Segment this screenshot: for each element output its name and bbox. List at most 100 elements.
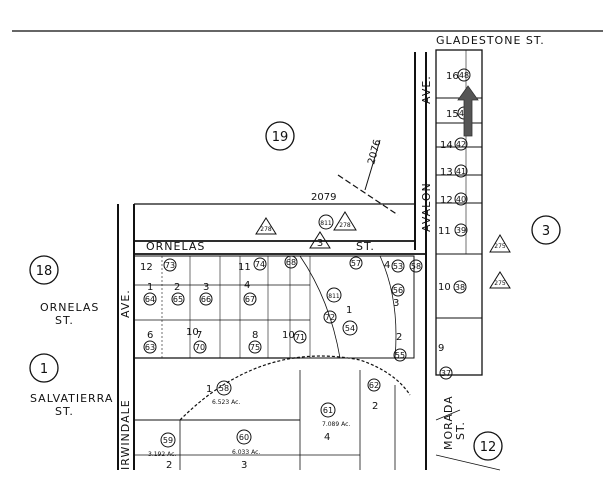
svg-text:2: 2 (372, 401, 378, 412)
svg-text:275: 275 (494, 280, 506, 287)
map-number-12: 12 (473, 431, 503, 461)
svg-text:4: 4 (324, 432, 330, 443)
svg-text:58: 58 (219, 384, 229, 393)
svg-text:65: 65 (173, 295, 183, 304)
svg-text:12: 12 (440, 195, 453, 206)
svg-text:66: 66 (201, 295, 211, 304)
large-parcel-2-west: 59 3.192 Ac. 2 (148, 432, 176, 471)
svg-text:56: 56 (393, 286, 403, 295)
svg-text:278: 278 (260, 226, 272, 233)
parcel-811-top: 811 (318, 214, 334, 230)
svg-text:1: 1 (346, 305, 352, 316)
svg-text:6.523 Ac.: 6.523 Ac. (212, 399, 240, 406)
svg-text:11: 11 (238, 262, 251, 273)
svg-text:64: 64 (145, 295, 155, 304)
inner-curve-line-2 (379, 255, 397, 359)
salvatierra-st: ST. (55, 405, 74, 418)
right-column-lot-9: 9 37 (438, 343, 453, 380)
svg-text:68: 68 (286, 258, 296, 267)
svg-text:74: 74 (255, 260, 265, 269)
ref-label-2076: 2076 (366, 138, 383, 165)
svg-text:18: 18 (36, 264, 53, 279)
svg-text:7.089 Ac.: 7.089 Ac. (322, 421, 350, 428)
svg-text:13: 13 (440, 167, 453, 178)
gladestone-street-label: GLADESTONE ST. (436, 34, 545, 47)
svg-text:42: 42 (456, 140, 466, 149)
svg-text:63: 63 (145, 343, 155, 352)
lower-row-lot-6: 6 63 (143, 330, 157, 354)
svg-text:19: 19 (272, 130, 289, 145)
curved-road-line (179, 355, 411, 421)
map-number-1: 1 (29, 353, 59, 383)
morada-line (435, 409, 461, 421)
middle-row-lot-1: 1 64 (143, 282, 157, 306)
svg-text:12: 12 (140, 262, 153, 273)
right-column-lot-12: 12 40 (440, 192, 468, 206)
top-row-lot-4: 4 53 (384, 259, 405, 273)
top-row-lot-11: 11 74 (238, 257, 267, 273)
lower-row-lot-8: 8 75 (248, 330, 262, 354)
middle-row-lot-3: 3 66 (199, 282, 213, 306)
top-row-lot-12: 12 73 (140, 258, 177, 273)
map-number-19: 19 (265, 121, 295, 151)
irwindale-street-label: IRWINDALE (119, 399, 132, 470)
svg-text:73: 73 (165, 261, 175, 270)
svg-text:7: 7 (196, 330, 202, 341)
top-row-parcel-68: 68 (284, 255, 298, 269)
top-row-parcel-58: 58 (409, 259, 423, 273)
svg-text:16: 16 (446, 71, 459, 82)
map-number-18: 18 (29, 255, 59, 285)
large-parcel-4: 61 7.089 Ac. 4 (320, 402, 350, 443)
lower-row-lot-10: 10 71 (282, 330, 307, 344)
middle-row-lot-4: 4 67 (243, 280, 257, 306)
svg-text:3: 3 (203, 282, 209, 293)
svg-text:4: 4 (244, 280, 250, 291)
morada-street-label: MORADA (442, 395, 455, 450)
svg-text:70: 70 (195, 343, 205, 352)
svg-text:8: 8 (252, 330, 258, 341)
svg-text:67: 67 (245, 295, 255, 304)
svg-text:10: 10 (438, 282, 451, 293)
middle-row-lot-2: 2 65 (171, 282, 185, 306)
svg-text:41: 41 (456, 167, 466, 176)
svg-text:14: 14 (440, 140, 453, 151)
svg-text:54: 54 (345, 324, 355, 333)
morada-line-2 (435, 454, 501, 471)
svg-text:60: 60 (239, 433, 249, 442)
svg-text:53: 53 (393, 262, 403, 271)
ornelas-left-label: ORNELAS (40, 301, 99, 314)
svg-text:6.033 Ac.: 6.033 Ac. (232, 449, 260, 456)
svg-text:3: 3 (241, 460, 247, 471)
misc-lot-10: 10 (186, 327, 199, 338)
lower-row-lot-7: 7 70 (193, 330, 207, 354)
svg-text:71: 71 (295, 333, 305, 342)
svg-text:11: 11 (438, 226, 451, 237)
svg-text:2: 2 (166, 460, 172, 471)
top-row-parcel-57: 57 (349, 256, 363, 270)
svg-text:10: 10 (282, 330, 295, 341)
svg-text:15: 15 (446, 109, 459, 120)
svg-text:4: 4 (384, 260, 390, 271)
triangle-ref-278-b: 278 (333, 211, 357, 231)
salvatierra-label: SALVATIERRA (30, 392, 113, 405)
svg-text:811: 811 (328, 293, 340, 300)
center-lot-1: 1 54 (342, 305, 358, 336)
inner-curve-line (299, 255, 341, 359)
triangle-ref-275-a: 275 (489, 234, 511, 253)
svg-text:57: 57 (351, 259, 361, 268)
svg-text:72: 72 (325, 313, 335, 322)
svg-text:55: 55 (395, 351, 405, 360)
ref-line-2076 (364, 139, 381, 191)
triangle-3-marker: 3 (309, 231, 331, 249)
large-parcel-3: 60 6.033 Ac. 3 (232, 429, 260, 471)
svg-text:59: 59 (163, 436, 173, 445)
svg-text:61: 61 (323, 406, 333, 415)
svg-text:2: 2 (174, 282, 180, 293)
svg-text:3: 3 (317, 238, 323, 249)
svg-text:1: 1 (40, 362, 48, 377)
svg-text:275: 275 (494, 243, 506, 250)
svg-text:1: 1 (147, 282, 153, 293)
ornelas-left-st: ST. (55, 314, 74, 327)
middle-row-parcel-811: 811 (326, 287, 342, 303)
